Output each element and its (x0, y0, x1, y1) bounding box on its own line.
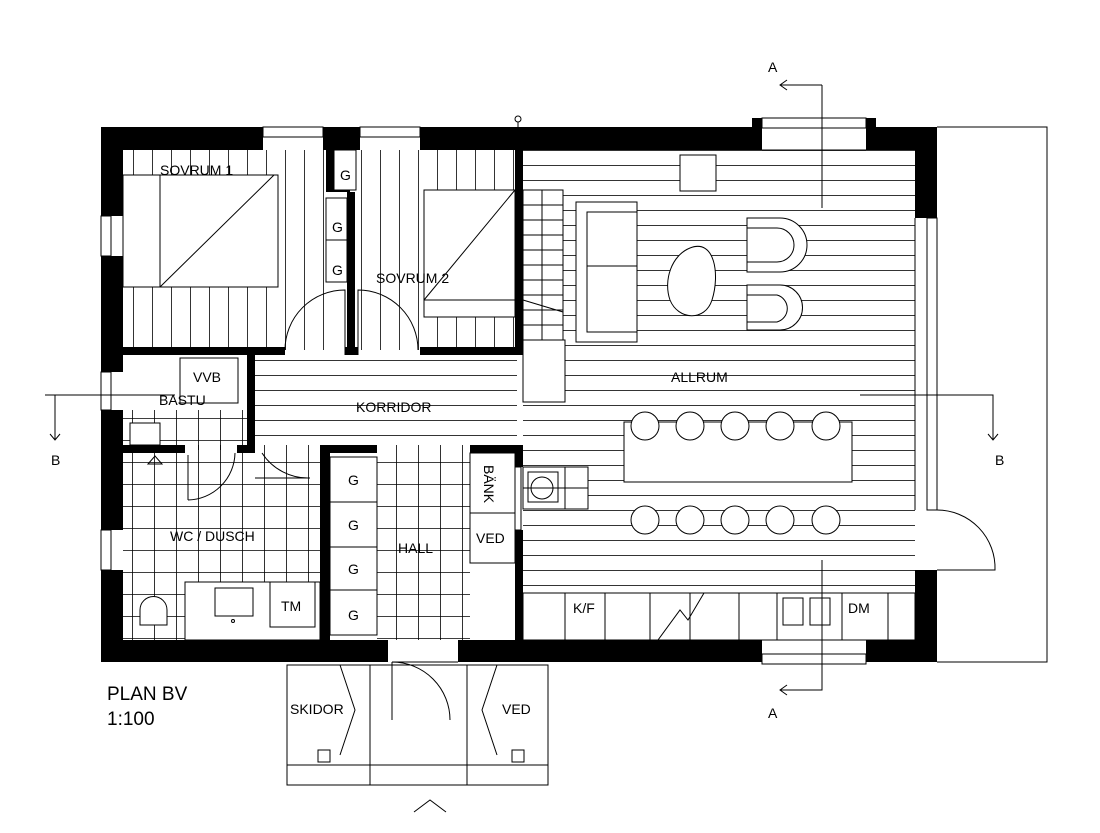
section-a-bottom: A (768, 705, 778, 721)
label-allrum: ALLRUM (671, 369, 728, 385)
label-ved-inner: VED (476, 530, 505, 546)
bed-1 (122, 174, 279, 288)
label-wc-dusch: WC / DUSCH (170, 528, 255, 544)
label-closet: G (332, 219, 343, 235)
label-sovrum-1: SOVRUM 1 (160, 162, 233, 178)
label-closet: G (332, 262, 343, 278)
section-b-right: B (995, 452, 1004, 468)
label-dm: DM (848, 600, 870, 616)
walls (101, 118, 937, 662)
label-kf: K/F (573, 600, 595, 616)
label-closet: G (340, 167, 351, 183)
label-bank: BÄNK (481, 465, 497, 504)
label-skidor: SKIDOR (290, 701, 344, 717)
label-closet: G (348, 607, 359, 623)
label-closet: G (348, 561, 359, 577)
label-ved-outer: VED (502, 701, 531, 717)
section-a-top: A (768, 59, 778, 75)
section-b-left: B (51, 452, 60, 468)
section-markers: A A B B (51, 59, 1004, 721)
label-korridor: KORRIDOR (356, 399, 431, 415)
section-lines (45, 79, 999, 696)
furniture (122, 126, 1048, 813)
label-vvb: VVB (193, 369, 221, 385)
room-labels: SOVRUM 1 SOVRUM 2 G G G VVB BASTU KORRID… (159, 162, 870, 717)
bed-2 (423, 189, 516, 318)
label-hall: HALL (398, 540, 433, 556)
doors (187, 289, 996, 721)
label-bastu: BASTU (159, 392, 206, 408)
label-tm: TM (281, 598, 301, 614)
label-closet: G (348, 472, 359, 488)
label-closet: G (348, 517, 359, 533)
plan-title: PLAN BV (107, 684, 188, 705)
label-sovrum-2: SOVRUM 2 (376, 270, 449, 286)
plan-scale: 1:100 (107, 709, 155, 730)
